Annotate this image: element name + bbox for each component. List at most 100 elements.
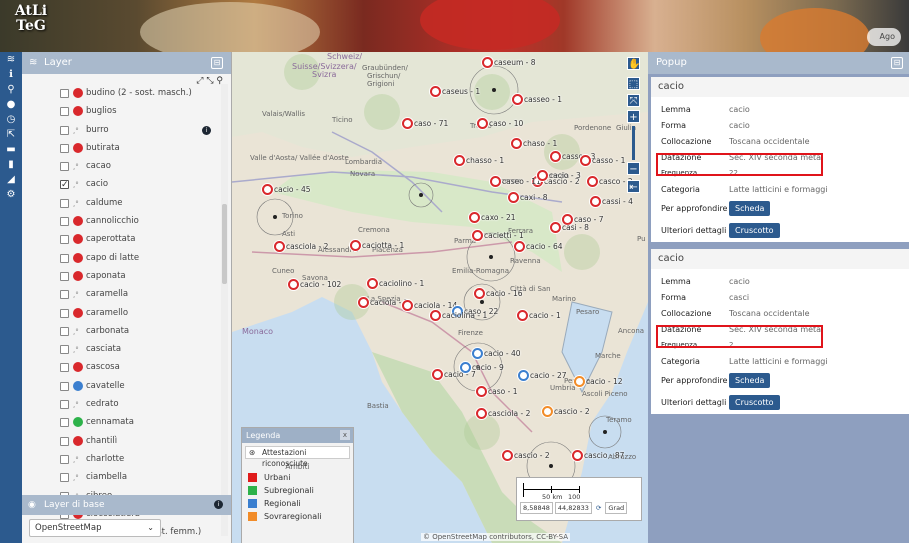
panel-collapse-button[interactable]: ⊟ bbox=[211, 57, 223, 69]
layer-item[interactable]: cascosa bbox=[22, 358, 222, 376]
layer-item[interactable]: ,°cedrato bbox=[22, 395, 222, 413]
layer-item[interactable]: budino (2 - sost. masch.) bbox=[22, 84, 222, 102]
map-marker[interactable]: caseus - 1 bbox=[430, 86, 480, 97]
longitude-field[interactable]: 8,58848 bbox=[520, 502, 553, 514]
layer-checkbox[interactable] bbox=[60, 143, 69, 153]
search-icon[interactable]: ⚲ bbox=[7, 84, 15, 95]
fullscreen-icon[interactable]: ⬚ bbox=[627, 77, 640, 90]
marker-pin-icon[interactable] bbox=[477, 118, 488, 129]
layer-item[interactable]: caramello bbox=[22, 304, 222, 322]
map-marker[interactable]: caciolino - 1 bbox=[367, 278, 424, 289]
latitude-field[interactable]: 44,82833 bbox=[554, 502, 592, 514]
details-button[interactable]: Scheda bbox=[729, 372, 771, 388]
marker-pin-icon[interactable] bbox=[562, 214, 573, 225]
details-button[interactable]: Scheda bbox=[729, 200, 771, 216]
map-marker[interactable]: cascio - 87 bbox=[572, 450, 624, 461]
layer-checkbox[interactable] bbox=[60, 290, 69, 300]
map-marker[interactable]: cacietti - 1 bbox=[472, 230, 524, 241]
map-marker[interactable]: caxi - 8 bbox=[508, 192, 548, 203]
user-button[interactable]: Ago bbox=[867, 28, 901, 46]
layer-checkbox[interactable] bbox=[60, 473, 69, 483]
base-layer-info-icon[interactable]: i bbox=[214, 500, 223, 509]
layer-item[interactable]: ,°cacao bbox=[22, 157, 222, 175]
marker-pin-icon[interactable] bbox=[537, 170, 548, 181]
map-marker[interactable]: casso - 3 bbox=[550, 151, 595, 162]
layers-icon[interactable]: ≋ bbox=[6, 54, 16, 65]
marker-pin-icon[interactable] bbox=[574, 376, 585, 387]
layer-checkbox[interactable] bbox=[60, 125, 69, 135]
zoom-out-button[interactable]: − bbox=[627, 162, 640, 175]
marker-icon[interactable]: ▬ bbox=[6, 144, 16, 155]
base-layer-select[interactable]: OpenStreetMap⌄ bbox=[29, 519, 161, 537]
layer-checkbox[interactable] bbox=[60, 363, 69, 373]
map-marker[interactable]: caciola - 1 bbox=[358, 297, 408, 308]
marker-pin-icon[interactable] bbox=[511, 138, 522, 149]
info-icon[interactable]: ℹ bbox=[9, 69, 13, 80]
layer-checkbox[interactable] bbox=[60, 345, 69, 355]
marker-pin-icon[interactable] bbox=[502, 450, 513, 461]
chat-icon[interactable]: ● bbox=[6, 99, 16, 110]
book-icon[interactable]: ▮ bbox=[8, 159, 14, 170]
layer-item[interactable]: chantilì bbox=[22, 432, 222, 450]
unit-select[interactable]: Grad bbox=[605, 502, 628, 514]
layer-checkbox[interactable] bbox=[60, 381, 69, 391]
map-marker[interactable]: cascio - 2 bbox=[502, 450, 550, 461]
marker-pin-icon[interactable] bbox=[587, 176, 598, 187]
map-marker[interactable]: caso - 10 bbox=[477, 118, 523, 129]
map-marker[interactable]: cacio - 40 bbox=[472, 348, 521, 359]
map-marker[interactable]: casciola - 2 bbox=[476, 408, 530, 419]
marker-pin-icon[interactable] bbox=[482, 57, 493, 68]
marker-pin-icon[interactable] bbox=[512, 94, 523, 105]
map-marker[interactable]: cascio - 2 bbox=[542, 406, 590, 417]
dashboard-button[interactable]: Cruscotto bbox=[729, 394, 780, 410]
layer-item[interactable]: ,°casciata bbox=[22, 340, 222, 358]
layer-checkbox[interactable] bbox=[60, 436, 69, 446]
layer-checkbox[interactable] bbox=[60, 89, 69, 98]
back-icon[interactable]: ⇤ bbox=[627, 180, 640, 193]
popup-collapse-button[interactable]: ⊟ bbox=[891, 57, 903, 69]
map-marker[interactable]: cacio - 16 bbox=[474, 288, 523, 299]
refresh-icon[interactable]: ⟳ bbox=[593, 503, 604, 513]
zoom-in-button[interactable]: + bbox=[627, 110, 640, 123]
layer-checkbox[interactable] bbox=[60, 454, 69, 464]
map-marker[interactable]: chaso - 1 bbox=[511, 138, 557, 149]
marker-pin-icon[interactable] bbox=[472, 348, 483, 359]
map-marker[interactable]: caso - 7 bbox=[562, 214, 603, 225]
layer-item[interactable]: ,°charlotte bbox=[22, 450, 222, 468]
marker-pin-icon[interactable] bbox=[367, 278, 378, 289]
marker-pin-icon[interactable] bbox=[358, 297, 369, 308]
map-marker[interactable]: casciola - 2 bbox=[274, 241, 328, 252]
info-icon[interactable]: i bbox=[202, 125, 211, 135]
map-marker[interactable]: caciolina - 1 bbox=[430, 310, 487, 321]
map-marker[interactable]: caso - 71 bbox=[402, 118, 448, 129]
marker-pin-icon[interactable] bbox=[580, 155, 591, 166]
settings-icon[interactable]: ⚙ bbox=[6, 189, 16, 200]
layer-item[interactable]: ,°caldume bbox=[22, 194, 222, 212]
marker-pin-icon[interactable] bbox=[430, 310, 441, 321]
map-marker[interactable]: cassi - 4 bbox=[590, 196, 633, 207]
extent-icon[interactable]: ⤧ bbox=[627, 94, 640, 107]
layer-checkbox[interactable] bbox=[60, 418, 69, 428]
map-marker[interactable]: cacio - 45 bbox=[262, 184, 311, 195]
map-marker[interactable]: casseo - 1 bbox=[512, 94, 562, 105]
layer-scrollbar[interactable] bbox=[221, 84, 228, 536]
layer-checkbox[interactable] bbox=[60, 271, 69, 281]
map-marker[interactable]: caciotta - 1 bbox=[350, 240, 404, 251]
marker-pin-icon[interactable] bbox=[288, 279, 299, 290]
map-marker[interactable]: caciola - 14 bbox=[402, 300, 457, 311]
layer-item[interactable]: buglios bbox=[22, 102, 222, 120]
layer-checkbox[interactable] bbox=[60, 235, 69, 245]
marker-pin-icon[interactable] bbox=[472, 230, 483, 241]
map-marker[interactable]: cacio - 64 bbox=[514, 241, 563, 252]
map-marker[interactable]: cacio - 3 bbox=[537, 170, 581, 181]
marker-pin-icon[interactable] bbox=[402, 300, 413, 311]
marker-pin-icon[interactable] bbox=[476, 408, 487, 419]
layer-item[interactable]: ,°carbonata bbox=[22, 322, 222, 340]
marker-pin-icon[interactable] bbox=[460, 362, 471, 373]
marker-pin-icon[interactable] bbox=[517, 310, 528, 321]
marker-pin-icon[interactable] bbox=[402, 118, 413, 129]
layer-item[interactable]: caperottata bbox=[22, 230, 222, 248]
